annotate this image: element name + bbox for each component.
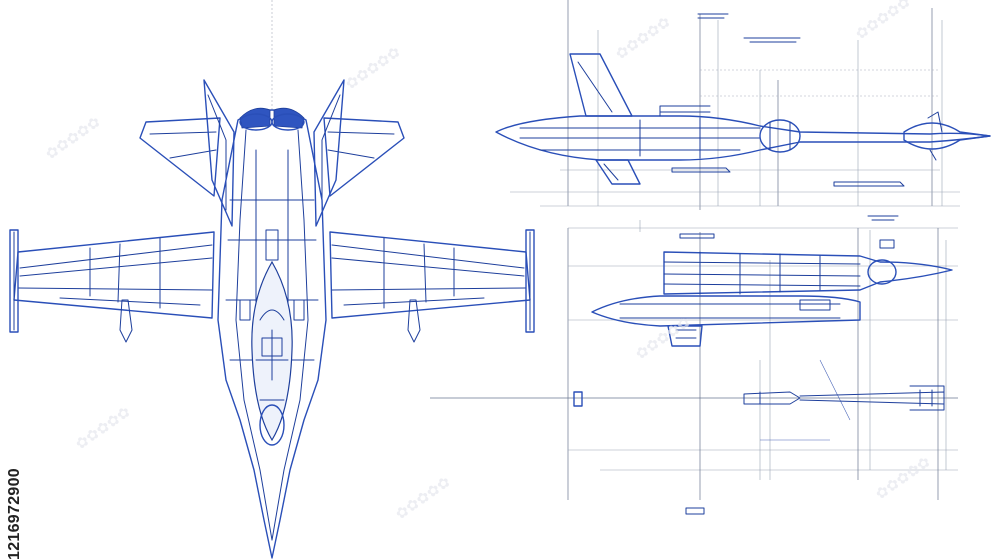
lower-profile xyxy=(573,385,945,411)
vertical-fin-right xyxy=(313,79,345,227)
svg-text:✿✿✿✿✿: ✿✿✿✿✿ xyxy=(872,452,934,503)
section-view xyxy=(591,251,953,347)
svg-text:✿✿✿✿✿: ✿✿✿✿✿ xyxy=(392,472,454,523)
vertical-fin-left xyxy=(203,79,235,227)
side-view xyxy=(495,53,991,185)
main-wing-right xyxy=(329,229,535,343)
cockpit-canopy xyxy=(251,260,293,446)
upper-grid xyxy=(510,0,960,210)
svg-text:✿✿✿✿✿: ✿✿✿✿✿ xyxy=(612,12,674,63)
tail-stabilizer-right xyxy=(323,117,405,197)
svg-text:✿✿✿✿✿: ✿✿✿✿✿ xyxy=(852,0,914,43)
svg-text:✿✿✿✿✿: ✿✿✿✿✿ xyxy=(342,42,404,93)
engine-nozzles xyxy=(239,107,305,131)
tail-stabilizer-left xyxy=(139,117,221,197)
svg-text:✿✿✿✿✿: ✿✿✿✿✿ xyxy=(42,112,104,163)
svg-text:✿✿✿✿✿: ✿✿✿✿✿ xyxy=(72,402,134,453)
top-view xyxy=(9,79,535,559)
main-wing-left xyxy=(9,229,215,343)
